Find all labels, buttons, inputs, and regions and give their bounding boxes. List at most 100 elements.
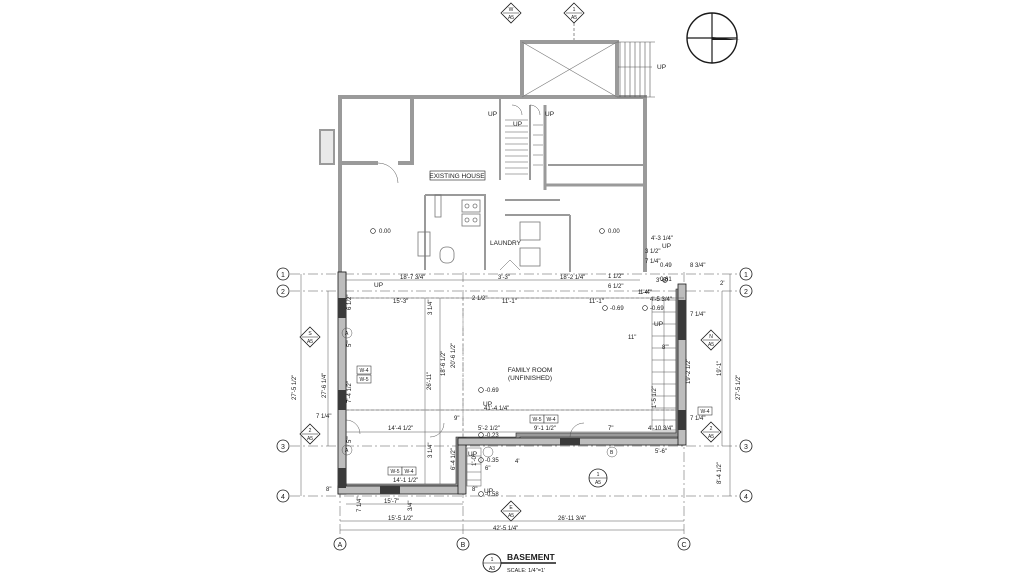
- svg-text:7 1/4": 7 1/4": [690, 312, 705, 318]
- entry-steps: [466, 259, 521, 487]
- bathroom-fixtures: [417, 194, 541, 267]
- svg-text:S: S: [308, 331, 312, 337]
- grid-label-col-c: C: [681, 542, 686, 549]
- svg-text:15'-5 1/2": 15'-5 1/2": [388, 516, 413, 522]
- svg-text:3 1/4": 3 1/4": [428, 300, 434, 315]
- svg-text:6 1/2": 6 1/2": [347, 295, 353, 310]
- svg-text:W-5: W-5: [390, 469, 399, 475]
- svg-text:26'-11": 26'-11": [427, 372, 433, 390]
- grid-label-row-2-right: 2: [744, 289, 748, 296]
- svg-text:0.00: 0.00: [379, 229, 391, 235]
- svg-text:4'-10 3/4": 4'-10 3/4": [648, 426, 673, 432]
- drawing-title: BASEMENT: [507, 552, 556, 562]
- svg-text:6": 6": [485, 466, 490, 472]
- drawing-number: 1: [491, 557, 494, 563]
- svg-text:15'-7": 15'-7": [384, 499, 399, 505]
- section-marker-bottom-1[interactable]: 1 A5: [588, 468, 608, 488]
- stair-up-label: UP: [374, 282, 383, 289]
- stair-up-label: UP: [488, 111, 497, 118]
- svg-text:A5: A5: [708, 342, 714, 348]
- svg-text:2 1/2": 2 1/2": [472, 296, 487, 302]
- grid-label-row-4-right: 4: [744, 494, 748, 501]
- stair-up-label: UP: [657, 64, 666, 71]
- svg-text:27'-5 1/2": 27'-5 1/2": [736, 375, 742, 400]
- svg-text:-0.23: -0.23: [485, 433, 499, 439]
- svg-text:3 1/4": 3 1/4": [428, 443, 434, 458]
- svg-text:5'": 5'": [347, 436, 353, 443]
- svg-text:A5: A5: [595, 480, 601, 486]
- svg-text:1'-0": 1'-0": [472, 454, 478, 466]
- svg-text:-0.69: -0.69: [610, 306, 624, 312]
- svg-text:1'-5 1/2": 1'-5 1/2": [652, 386, 658, 408]
- elevation-markers: 0.49 0.61 -0.69 -0.69 -0.23 -0.35 -0.58 …: [478, 263, 672, 498]
- room-label-laundry: LAUNDRY: [490, 240, 522, 247]
- svg-text:9'-1 1/2": 9'-1 1/2": [534, 426, 556, 432]
- section-marker-left-s[interactable]: S A5: [299, 326, 321, 348]
- svg-text:26'-11 3/4": 26'-11 3/4": [558, 516, 586, 522]
- svg-text:27'-6 1/4": 27'-6 1/4": [322, 373, 328, 398]
- svg-text:E: E: [509, 505, 513, 511]
- stair-up-label: UP: [484, 488, 493, 495]
- wall-tag[interactable]: W-4: [356, 365, 372, 375]
- wall-tag[interactable]: W-4: [401, 466, 417, 476]
- svg-text:W-4: W-4: [359, 368, 368, 374]
- svg-text:2: 2: [710, 426, 713, 432]
- wall-tag[interactable]: W-5: [529, 414, 545, 424]
- svg-text:0.61: 0.61: [660, 277, 672, 283]
- svg-text:A5: A5: [307, 436, 313, 442]
- svg-text:W-5: W-5: [359, 377, 368, 383]
- svg-text:27'-5 1/2": 27'-5 1/2": [292, 375, 298, 400]
- svg-text:5'": 5'": [347, 340, 353, 347]
- svg-text:W-5: W-5: [532, 417, 541, 423]
- north-arrow-icon: [686, 12, 740, 64]
- svg-text:8": 8": [326, 487, 331, 493]
- svg-text:W-4: W-4: [404, 469, 413, 475]
- svg-text:8'-4 1/2": 8'-4 1/2": [717, 462, 723, 484]
- svg-text:11'-1": 11'-1": [589, 299, 604, 305]
- grid-label-row-4: 4: [281, 494, 285, 501]
- svg-text:-0.69: -0.69: [650, 306, 664, 312]
- svg-text:2: 2: [309, 428, 312, 434]
- section-marker-top-1[interactable]: 1 A5: [563, 2, 585, 40]
- stair-up-label: UP: [513, 121, 522, 128]
- wall-tag[interactable]: W-4: [697, 406, 713, 416]
- section-marker-top-w[interactable]: W A5: [500, 2, 522, 24]
- wall-tag[interactable]: W-5: [387, 466, 403, 476]
- drawing-sheet: A3: [489, 566, 495, 572]
- wall-tag[interactable]: W-5: [356, 374, 372, 384]
- svg-text:4': 4': [515, 459, 519, 465]
- exterior-stair: UP: [520, 40, 666, 99]
- svg-text:42'-5 1/4": 42'-5 1/4": [493, 526, 518, 532]
- basement-stair: [651, 299, 677, 431]
- svg-text:8'": 8'": [662, 345, 669, 351]
- svg-text:4'-3 1/4": 4'-3 1/4": [651, 236, 673, 242]
- svg-text:-0.58: -0.58: [485, 492, 499, 498]
- svg-text:1'-4": 1'-4": [640, 290, 652, 296]
- svg-text:15'-3": 15'-3": [393, 299, 408, 305]
- drawing-title-block: 1 A3 BASEMENT SCALE: 1/4"=1': [482, 552, 556, 574]
- door-swings: [341, 162, 618, 458]
- grid-label-row-1: 1: [281, 272, 285, 279]
- svg-text:11'-1": 11'-1": [502, 299, 517, 305]
- section-marker-right-2[interactable]: 2 A5: [700, 421, 722, 443]
- grid-label-col-b: B: [461, 542, 466, 549]
- svg-text:0.49: 0.49: [660, 263, 672, 269]
- svg-text:-0.35: -0.35: [485, 458, 499, 464]
- svg-text:8 3/4": 8 3/4": [690, 263, 705, 269]
- svg-text:1'-4": 1'-4": [638, 290, 650, 296]
- existing-house-walls: [319, 95, 647, 272]
- svg-text:-0.69: -0.69: [485, 388, 499, 394]
- svg-text:7 1/4": 7 1/4": [357, 497, 363, 512]
- wall-tag[interactable]: W-4: [543, 414, 559, 424]
- grid-label-row-3: 3: [281, 444, 285, 451]
- section-marker-bottom-e[interactable]: E A5: [500, 500, 522, 522]
- elevation-marker: 0.00: [599, 228, 620, 235]
- existing-interior-stair: [505, 104, 543, 175]
- svg-text:W-4: W-4: [700, 409, 709, 415]
- svg-text:1 1/2": 1 1/2": [608, 274, 623, 280]
- section-dir: W: [509, 7, 514, 13]
- svg-text:4'-5 3/4": 4'-5 3/4": [650, 297, 672, 303]
- section-marker-left-2[interactable]: 2 A5: [299, 423, 321, 445]
- section-marker-right-n[interactable]: N A5: [700, 329, 722, 351]
- svg-text:6'-4 1/2": 6'-4 1/2": [451, 448, 457, 470]
